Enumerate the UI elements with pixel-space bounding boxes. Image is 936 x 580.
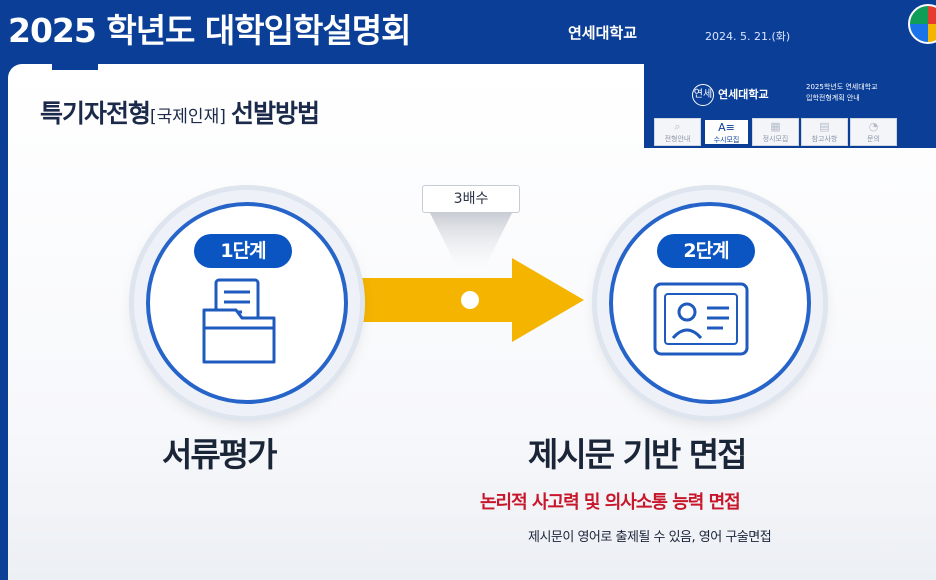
calendar-icon: ▦: [770, 120, 781, 133]
event-title: 2025 학년도 대학입학설명회: [8, 11, 411, 50]
stage-1-badge: 1단계: [194, 234, 292, 268]
stage-1-circle: 1단계: [134, 190, 360, 416]
chat-icon: ◔: [868, 120, 879, 133]
slide-title-bracket: [국제인재]: [150, 107, 226, 127]
stage-2-note: 제시문이 영어로 출제될 수 있음, 영어 구술면접: [528, 530, 772, 545]
stage-2-badge: 2단계: [657, 234, 755, 268]
stage-2-circle: 2단계: [597, 190, 823, 416]
exam-icon: A≡: [718, 121, 735, 134]
thumbnail-university-name: 연세대학교: [718, 88, 769, 101]
stage-1-caption: 서류평가: [162, 435, 277, 474]
stage-arrow: [362, 258, 584, 342]
tab-early-admission[interactable]: A≡ 수시모집: [703, 118, 750, 146]
stage-2-caption: 제시문 기반 면접: [528, 435, 747, 474]
slide-title-main: 특기자전형: [40, 99, 151, 128]
slide-title: 특기자전형[국제인재] 선발방법: [40, 94, 320, 130]
slide-accent-strip: [52, 64, 98, 70]
clipboard-icon: ▤: [819, 120, 830, 133]
tab-guide[interactable]: ⌕ 전형안내: [654, 118, 701, 146]
thumbnail-description: 2025학년도 연세대학교 입학전형계획 안내: [806, 83, 878, 102]
tab-notes[interactable]: ▤ 참고사항: [801, 118, 848, 146]
tab-regular-admission[interactable]: ▦ 정시모집: [752, 118, 799, 146]
search-icon: ⌕: [674, 120, 681, 133]
channel-logo-icon[interactable]: [908, 4, 936, 44]
event-date: 2024. 5. 21.(화): [705, 30, 791, 43]
id-card-icon: [653, 282, 749, 356]
university-emblem-icon: 연세: [692, 84, 714, 106]
university-name: 연세대학교: [568, 24, 638, 42]
selection-ratio-badge: 3배수: [422, 185, 520, 213]
thumbnail-tab-bar: ⌕ 전형안내 A≡ 수시모집 ▦ 정시모집 ▤ 참고사항 ◔ 문의: [654, 118, 897, 146]
stage-2-emphasis: 논리적 사고력 및 의사소통 능력 면접: [480, 492, 741, 513]
website-thumbnail: 연세 연세대학교 2025학년도 연세대학교 입학전형계획 안내 ⌕ 전형안내 …: [644, 64, 936, 148]
tab-inquiry[interactable]: ◔ 문의: [850, 118, 897, 146]
slide-title-end: 선발방법: [230, 99, 320, 128]
document-folder-icon: [202, 278, 276, 364]
header-bar: 2025 학년도 대학입학설명회 연세대학교 2024. 5. 21.(화): [0, 0, 936, 66]
funnel-graphic: [430, 213, 512, 273]
